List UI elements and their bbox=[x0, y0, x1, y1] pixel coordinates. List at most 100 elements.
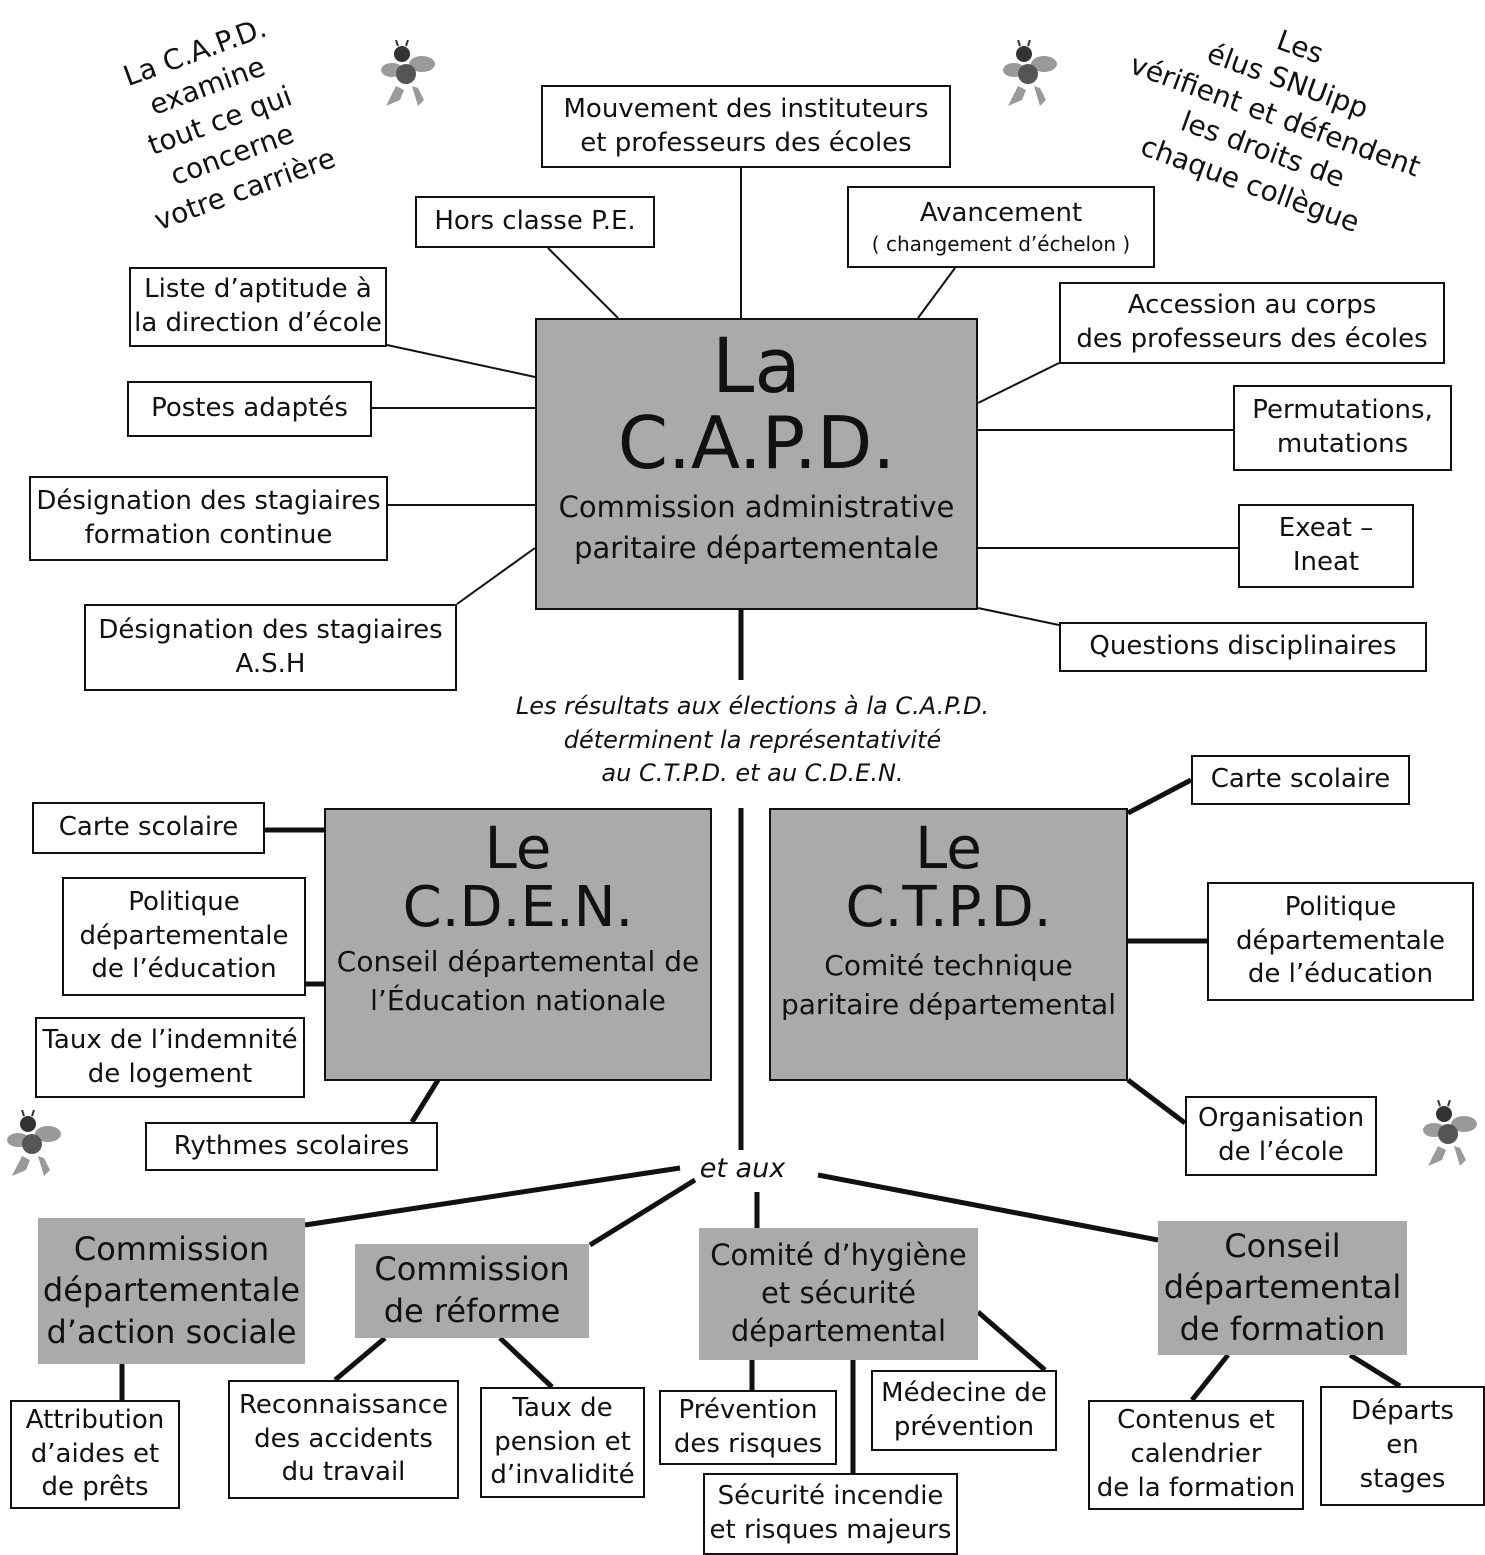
reforme-topic-pension: Taux de pension et d’invalidité bbox=[480, 1387, 645, 1498]
bee-mascot-icon bbox=[1423, 1100, 1477, 1166]
ctpd-short-l2: C.T.P.D. bbox=[845, 874, 1052, 940]
cdf-topic-departs: Départs en stages bbox=[1320, 1386, 1485, 1506]
reforme-topic-accidents: Reconnaissance des accidents du travail bbox=[228, 1380, 459, 1499]
ctpd-full-l2: paritaire départemental bbox=[781, 987, 1116, 1021]
topic-line: de prêts bbox=[41, 1472, 149, 1503]
topic-avancement: Avancement ( changement d’échelon ) bbox=[847, 186, 1155, 268]
ctpd-topic-carte: Carte scolaire bbox=[1191, 755, 1410, 805]
results-note-line: déterminent la représentativité bbox=[563, 725, 942, 754]
topic-line: Politique bbox=[1284, 891, 1397, 922]
chs-title-line: et sécurité bbox=[761, 1276, 916, 1311]
cdas-topic-aides: Attribution d’aides et de prêts bbox=[10, 1400, 180, 1509]
capd-short-l2: C.A.P.D. bbox=[617, 400, 896, 485]
cdas-title-line: départementale bbox=[42, 1271, 301, 1310]
topic-line: des risques bbox=[673, 1428, 823, 1459]
cdf-title-line: Conseil bbox=[1224, 1226, 1341, 1265]
topic-line: de logement bbox=[87, 1058, 253, 1089]
topic-line: et professeurs des écoles bbox=[580, 127, 912, 158]
topic-line: d’aides et bbox=[30, 1438, 160, 1469]
topic-line: de l’éducation bbox=[1247, 959, 1434, 990]
chs-topic-medecine: Médecine de prévention bbox=[871, 1370, 1057, 1451]
cdas-title-line: d’action sociale bbox=[46, 1312, 297, 1351]
topic-line: et risques majeurs bbox=[709, 1515, 952, 1545]
topic-line: Contenus et bbox=[1117, 1405, 1275, 1436]
topic-designation-ash: Désignation des stagiaires A.S.H bbox=[84, 604, 457, 691]
topic-liste-aptitude: Liste d’aptitude à la direction d’école bbox=[129, 267, 387, 347]
topic-line: du travail bbox=[281, 1457, 406, 1488]
topic-line: Exeat – bbox=[1278, 513, 1374, 544]
capd-full-l1: Commission administrative bbox=[558, 490, 955, 525]
topic-line: formation continue bbox=[84, 519, 333, 550]
topic-line: Sécurité incendie bbox=[717, 1481, 944, 1512]
topic-line: pension et bbox=[494, 1426, 631, 1457]
topic-exeat: Exeat – Ineat bbox=[1238, 504, 1414, 588]
topic-line: Attribution bbox=[25, 1404, 165, 1435]
topic-line: de la formation bbox=[1096, 1472, 1296, 1503]
ctpd-short-l1: Le bbox=[915, 814, 982, 882]
chs-box: Comité d’hygiène et sécurité département… bbox=[699, 1228, 978, 1360]
topic-line: Désignation des stagiaires bbox=[98, 614, 443, 645]
results-note: Les résultats aux élections à la C.A.P.D… bbox=[440, 690, 1065, 791]
ctpd-box: Le C.T.P.D. Comité technique paritaire d… bbox=[769, 808, 1128, 1081]
et-aux-label: et aux bbox=[680, 1150, 805, 1188]
bee-mascot-icon bbox=[7, 1110, 61, 1176]
topic-line: Taux de l’indemnité bbox=[42, 1024, 298, 1055]
topic-hors-classe: Hors classe P.E. bbox=[415, 196, 655, 248]
topic-line: prévention bbox=[893, 1411, 1035, 1442]
cdf-title-line: de formation bbox=[1179, 1309, 1386, 1348]
cdas-box: Commission départementale d’action socia… bbox=[38, 1218, 305, 1364]
topic-line: Liste d’aptitude à bbox=[144, 274, 372, 305]
topic-line: en bbox=[1386, 1430, 1419, 1461]
cden-full-l1: Conseil départemental de bbox=[336, 944, 700, 978]
topic-line: départementale bbox=[79, 920, 289, 951]
topic-line: A.S.H bbox=[235, 648, 306, 679]
topic-line: Questions disciplinaires bbox=[1089, 631, 1397, 662]
cdf-title-line: départemental bbox=[1163, 1268, 1402, 1307]
topic-mouvement: Mouvement des instituteurs et professeur… bbox=[541, 85, 951, 168]
cden-topic-rythmes: Rythmes scolaires bbox=[145, 1122, 438, 1171]
cden-topic-politique: Politique départementale de l’éducation bbox=[62, 877, 306, 996]
topic-line: Reconnaissance bbox=[238, 1389, 448, 1420]
topic-line: Carte scolaire bbox=[58, 812, 239, 843]
topic-line: Hors classe P.E. bbox=[434, 206, 636, 237]
bee-mascot-icon bbox=[381, 40, 435, 106]
cdf-box: Conseil départemental de formation bbox=[1158, 1221, 1407, 1355]
cden-short-l1: Le bbox=[484, 814, 552, 882]
topic-line: Prévention bbox=[678, 1394, 818, 1425]
et-aux-text: et aux bbox=[699, 1153, 786, 1184]
capd-box: La C.A.P.D. Commission administrative pa… bbox=[535, 318, 978, 610]
topic-postes-adaptes: Postes adaptés bbox=[127, 381, 372, 437]
topic-line: Politique bbox=[128, 886, 240, 917]
topic-disciplinaires: Questions disciplinaires bbox=[1059, 622, 1427, 672]
chs-topic-prevention: Prévention des risques bbox=[659, 1390, 837, 1465]
topic-line: de l’éducation bbox=[91, 954, 277, 985]
cden-topic-carte: Carte scolaire bbox=[32, 802, 265, 854]
results-note-line: Les résultats aux élections à la C.A.P.D… bbox=[515, 692, 990, 720]
topic-line: Carte scolaire bbox=[1210, 764, 1391, 795]
topic-line: Accession au corps bbox=[1127, 290, 1377, 321]
topic-line: d’invalidité bbox=[490, 1460, 635, 1491]
cdas-title-line: Commission bbox=[73, 1229, 270, 1268]
chs-title-line: Comité d’hygiène bbox=[710, 1238, 967, 1273]
cden-full-l2: l’Éducation nationale bbox=[370, 983, 666, 1017]
topic-line: mutations bbox=[1276, 429, 1409, 459]
topic-line: stages bbox=[1359, 1463, 1446, 1494]
topic-line: Taux de bbox=[512, 1392, 613, 1423]
topic-line: Médecine de bbox=[881, 1377, 1047, 1408]
topic-line: Désignation des stagiaires bbox=[36, 485, 381, 516]
ctpd-full-l1: Comité technique bbox=[824, 948, 1073, 982]
topic-line: de l’école bbox=[1218, 1137, 1344, 1167]
results-note-line: au C.T.P.D. et au C.D.E.N. bbox=[601, 759, 904, 788]
topic-line: la direction d’école bbox=[134, 308, 382, 338]
reforme-box: Commission de réforme bbox=[355, 1244, 589, 1338]
chs-title-line: départemental bbox=[730, 1313, 947, 1348]
topic-designation-formation-continue: Désignation des stagiaires formation con… bbox=[29, 476, 388, 561]
topic-line: des accidents bbox=[254, 1423, 433, 1454]
bee-mascot-icon bbox=[1003, 40, 1057, 106]
cden-short-l2: C.D.E.N. bbox=[402, 874, 634, 940]
topic-line: calendrier bbox=[1130, 1439, 1262, 1470]
topic-line: Avancement bbox=[919, 198, 1083, 229]
topic-line: Départs bbox=[1351, 1396, 1454, 1427]
topic-line: départementale bbox=[1236, 925, 1445, 956]
